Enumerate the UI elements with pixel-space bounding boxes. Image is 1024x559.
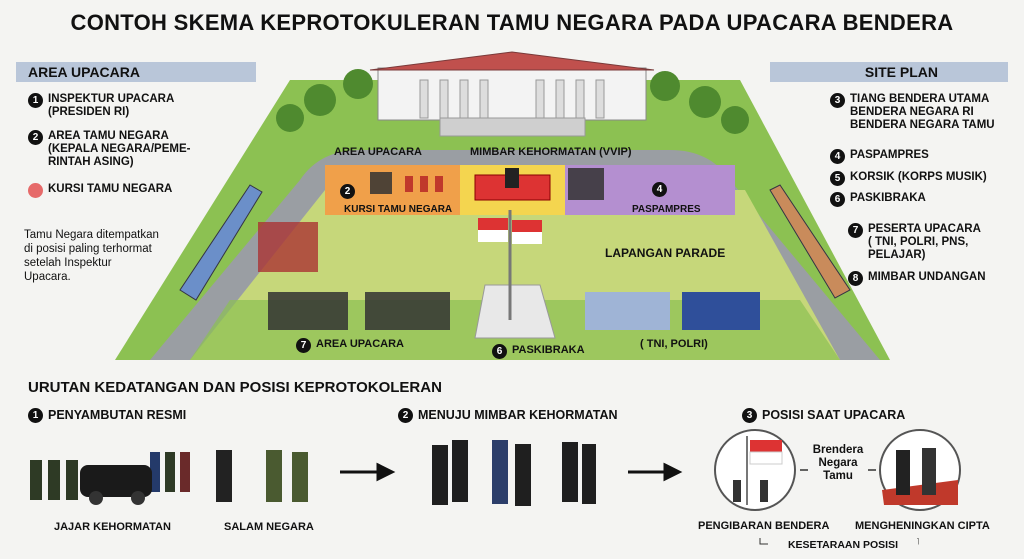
caption-pengibaran: PENGIBARAN BENDERA <box>698 520 830 532</box>
page-title: CONTOH SKEMA KEPROTOKULERAN TAMU NEGARA … <box>70 10 954 35</box>
guard-figure <box>30 460 42 500</box>
kesetaraan-label: KESETARAAN POSISI <box>768 539 918 551</box>
right-grandstand <box>769 184 851 299</box>
map-num-4: 4 <box>652 182 667 197</box>
tree-icon <box>650 71 680 101</box>
tree-icon <box>276 104 304 132</box>
troops-block <box>682 292 760 330</box>
tree-icon <box>343 69 373 99</box>
map-label-mimbar: MIMBAR KEHORMATAN (VVIP) <box>470 146 632 158</box>
person-figure <box>432 445 448 505</box>
left-panel-header: AREA UPACARA <box>16 62 256 82</box>
map-label-area7: AREA UPACARA <box>316 338 404 350</box>
map-num-6: 6 <box>492 344 507 359</box>
tree-icon <box>721 106 749 134</box>
troops-block <box>585 292 670 330</box>
map-label-lapangan: LAPANGAN PARADE <box>605 246 726 260</box>
map-label-paskibraka: PASKIBRAKA <box>512 344 585 356</box>
caption-mengheningkan: MENGHENINGKAN CIPTA <box>855 520 990 532</box>
left-note: Tamu Negara ditempatkan di posisi paling… <box>24 229 159 283</box>
caption-jajar: JAJAR KEHORMATAN <box>54 521 171 533</box>
map-label-kursi: KURSI TAMU NEGARA <box>344 204 453 215</box>
map-label-tni: ( TNI, POLRI) <box>640 338 708 350</box>
map-num-2: 2 <box>340 184 355 199</box>
kursi-dot-icon <box>28 183 43 198</box>
tree-icon <box>304 84 336 116</box>
caption-salam: SALAM NEGARA <box>224 521 314 533</box>
tree-icon <box>689 86 721 118</box>
car-icon <box>80 465 152 497</box>
flag-ri <box>478 218 508 230</box>
troops-block <box>268 292 348 330</box>
brendera-label: Brendera Negara Tamu <box>808 444 868 483</box>
map-label-area-upacara: AREA UPACARA <box>334 146 422 158</box>
right-panel-header: SITE PLAN <box>770 62 1008 82</box>
flag-platform <box>474 284 556 339</box>
sequence-header: URUTAN KEDATANGAN DAN POSISI KEPROTOKOLE… <box>28 379 442 396</box>
map-num-7: 7 <box>296 338 311 353</box>
legend-kursi: KURSI TAMU NEGARA <box>28 183 172 198</box>
troops-block <box>365 292 450 330</box>
left-grandstand <box>179 184 263 301</box>
map-label-paspampres: PASPAMPRES <box>632 204 701 215</box>
korsik-block <box>258 222 318 272</box>
person-figure <box>216 450 232 502</box>
flag-tamu <box>512 220 542 232</box>
